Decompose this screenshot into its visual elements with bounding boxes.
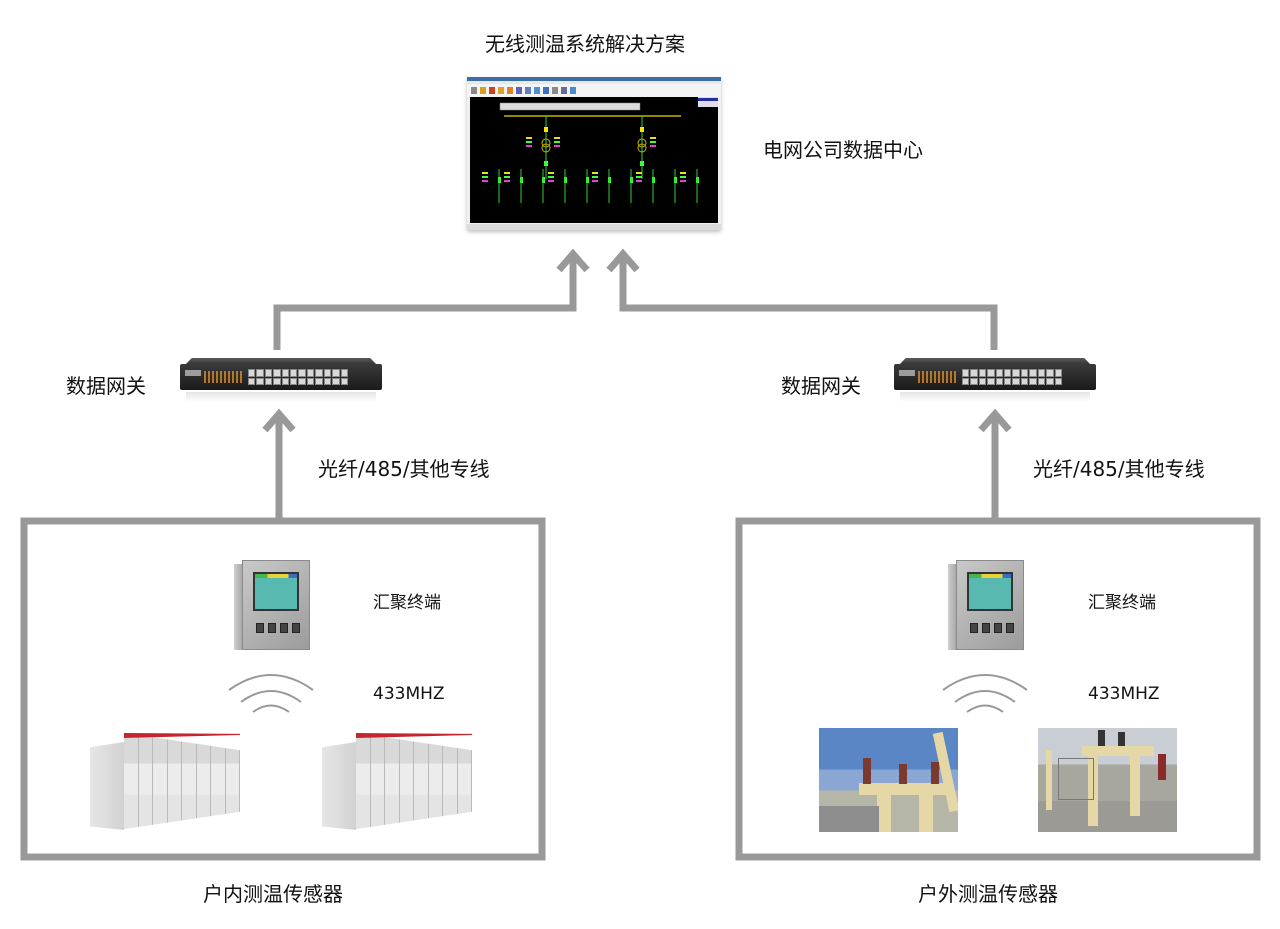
gateway-label-right: 数据网关 — [781, 374, 861, 398]
terminal-label-outdoor: 汇聚终端 — [1088, 593, 1156, 613]
outdoor-substation-photo-1 — [819, 728, 958, 832]
frequency-label-indoor: 433MHZ — [373, 684, 445, 704]
arrow-head-right-top — [606, 248, 640, 273]
concentrator-terminal-outdoor — [948, 560, 1024, 652]
terminal-label-indoor: 汇聚终端 — [373, 593, 441, 613]
single-line-diagram — [470, 97, 718, 223]
frequency-label-outdoor: 433MHZ — [1088, 684, 1160, 704]
outdoor-substation-photo-2 — [1038, 728, 1177, 832]
diagram-title: 无线测温系统解决方案 — [485, 32, 685, 56]
wireless-signal-icon-indoor — [228, 674, 314, 713]
arrow-head-left-gateway — [262, 408, 296, 433]
indoor-sensor-caption: 户内测温传感器 — [203, 882, 343, 906]
concentrator-terminal-indoor — [234, 560, 310, 652]
outdoor-sensor-box — [735, 517, 1261, 861]
outdoor-sensor-caption: 户外测温传感器 — [918, 882, 1058, 906]
indoor-sensor-box — [20, 517, 546, 861]
arrow-head-right-gateway — [978, 408, 1012, 433]
link-label-left: 光纤/485/其他专线 — [318, 457, 490, 481]
gateway-switch-right — [894, 358, 1096, 406]
gateway-switch-left — [180, 358, 382, 406]
switchgear-cabinet-1 — [90, 730, 240, 830]
data-center-label: 电网公司数据中心 — [763, 138, 923, 162]
wireless-signal-icon-outdoor — [942, 674, 1028, 713]
connector-left-gateway-to-datacenter — [273, 254, 577, 350]
toolbar-icons — [467, 84, 721, 97]
switchgear-cabinet-2 — [322, 730, 472, 830]
scada-screenshot — [467, 77, 721, 230]
gateway-label-left: 数据网关 — [66, 374, 146, 398]
arrow-head-left-top — [556, 248, 590, 273]
connector-right-gateway-to-datacenter — [619, 254, 998, 350]
link-label-right: 光纤/485/其他专线 — [1033, 457, 1205, 481]
